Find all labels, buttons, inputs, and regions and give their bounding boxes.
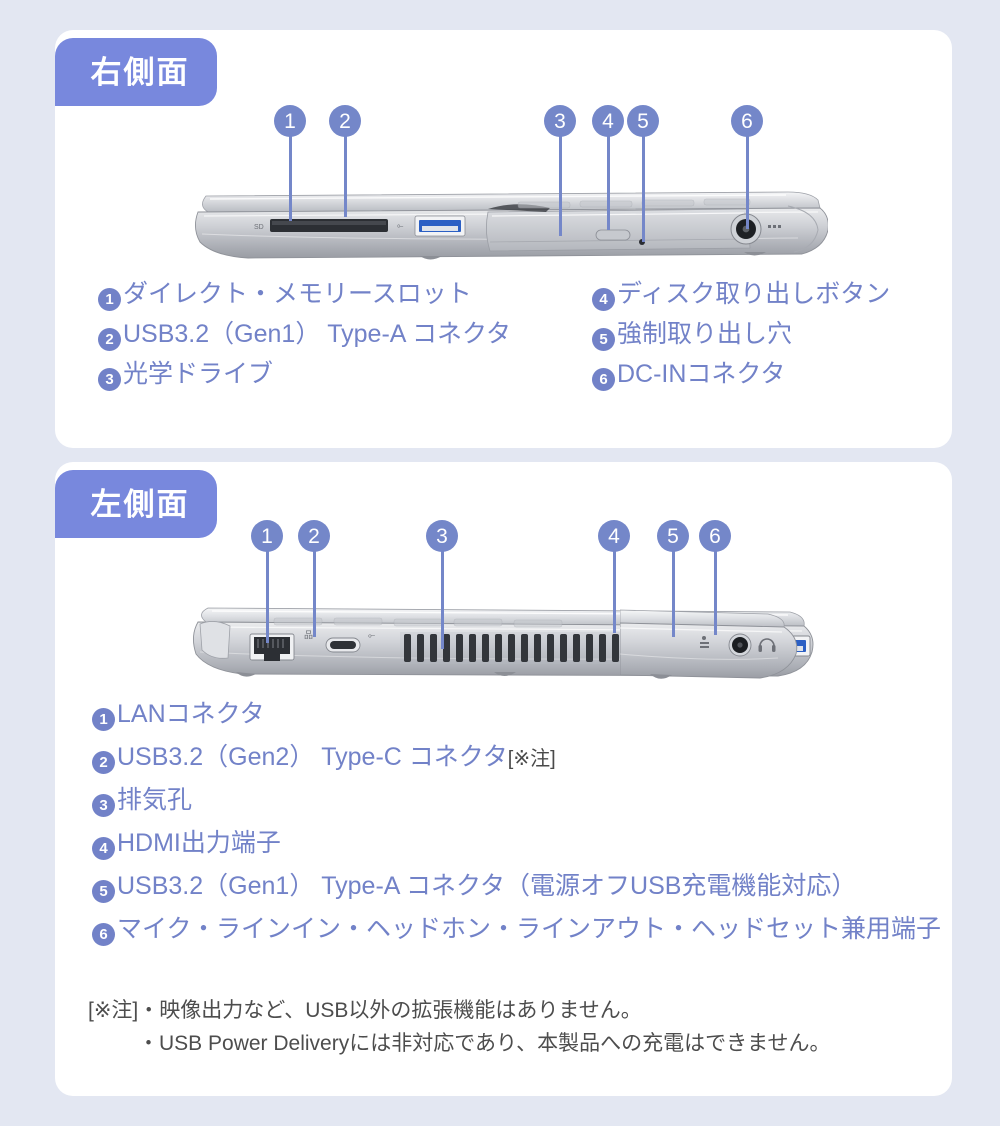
laptop-right-side-illustration: SD ⟜: [195, 191, 828, 260]
legend-item: 1 ダイレクト・メモリースロット: [98, 280, 511, 311]
callout-marker-1[interactable]: 1: [251, 520, 283, 552]
leader-line-6: [746, 136, 749, 229]
left-side-panel-card: [55, 462, 952, 1096]
legend-item: 5 強制取り出し穴: [592, 320, 890, 351]
disc-eject-button-icon: [595, 229, 631, 241]
legend-label-1: ダイレクト・メモリースロット: [123, 280, 472, 308]
legend-label-3: 排気孔: [117, 786, 193, 814]
legend-item: 6 マイク・ラインイン・ヘッドホン・ラインアウト・ヘッドセット兼用端子: [92, 915, 942, 946]
callout-marker-4[interactable]: 4: [592, 105, 624, 137]
legend-number-5: 5: [592, 328, 615, 351]
legend-number-3: 3: [92, 794, 115, 817]
laptop-lid: [202, 191, 821, 213]
section-badge-left-side: 左側面: [55, 470, 217, 538]
svg-text:⟜: ⟜: [368, 630, 375, 640]
callout-marker-3[interactable]: 3: [426, 520, 458, 552]
legend-label-2: USB3.2（Gen1） Type-A コネクタ: [123, 320, 512, 348]
legend-number-6: 6: [592, 368, 615, 391]
callout-marker-3[interactable]: 3: [544, 105, 576, 137]
leader-line-2: [313, 551, 316, 637]
legend-right-side-column-2: 4 ディスク取り出しボタン 5 強制取り出し穴 6 DC-INコネクタ: [592, 282, 890, 402]
leader-line-1: [289, 136, 292, 221]
callout-marker-2[interactable]: 2: [298, 520, 330, 552]
callout-marker-2[interactable]: 2: [329, 105, 361, 137]
legend-label-5: USB3.2（Gen1） Type-A コネクタ（電源オフUSB充電機能対応）: [117, 872, 857, 900]
legend-item: 5 USB3.2（Gen1） Type-A コネクタ（電源オフUSB充電機能対応…: [92, 872, 941, 903]
legend-label-1: LANコネクタ: [117, 700, 265, 728]
legend-item: 3 光学ドライブ: [98, 360, 511, 391]
legend-left-side: 1 LANコネクタ 2 USB3.2（Gen2） Type-C コネクタ [※注…: [92, 702, 941, 960]
usb-type-c-icon: ⟜: [325, 630, 375, 653]
leader-line-3: [559, 136, 562, 236]
section-badge-label: 左側面: [90, 486, 190, 522]
leader-line-6: [714, 551, 717, 635]
svg-text:SD: SD: [254, 224, 264, 231]
legend-number-5: 5: [92, 880, 115, 903]
legend-number-6: 6: [92, 923, 115, 946]
footnote-line-1: [※注]・映像出力など、USB以外の拡張機能はありません。: [88, 999, 642, 1022]
legend-item: 2 USB3.2（Gen2） Type-C コネクタ [※注]: [92, 743, 941, 774]
legend-number-4: 4: [92, 837, 115, 860]
legend-item: 3 排気孔: [92, 786, 941, 817]
legend-number-1: 1: [98, 288, 121, 311]
legend-number-1: 1: [92, 708, 115, 731]
footnote-block: [※注]・映像出力など、USB以外の拡張機能はありません。 ・USB Power…: [88, 995, 831, 1060]
callout-marker-1[interactable]: 1: [274, 105, 306, 137]
legend-item: 4 ディスク取り出しボタン: [592, 280, 891, 311]
footnote-line-2: ・USB Power Deliveryには非対応であり、本製品への充電はできませ…: [138, 1031, 831, 1055]
legend-item: 4 HDMI出力端子: [92, 829, 941, 860]
sd-card-slot-icon: [270, 219, 388, 232]
svg-text:品: 品: [304, 630, 313, 640]
legend-label-3: 光学ドライブ: [123, 360, 274, 388]
section-badge-label: 右側面: [90, 54, 190, 90]
leader-line-4: [613, 551, 616, 633]
svg-text:⟜: ⟜: [397, 221, 404, 230]
legend-label-4: ディスク取り出しボタン: [617, 280, 891, 308]
legend-item: 1 LANコネクタ: [92, 700, 941, 731]
legend-label-6: DC-INコネクタ: [617, 360, 786, 388]
legend-item: 2 USB3.2（Gen1） Type-A コネクタ: [98, 320, 512, 351]
legend-right-side-column-1: 1 ダイレクト・メモリースロット 2 USB3.2（Gen1） Type-A コ…: [98, 282, 511, 402]
section-badge-right-side: 右側面: [55, 38, 217, 106]
headphone-jack-icon: [728, 633, 752, 657]
callout-marker-6[interactable]: 6: [699, 520, 731, 552]
legend-number-3: 3: [98, 368, 121, 391]
laptop-left-side-rear-detail: [620, 609, 798, 679]
usb-charge-icon: [700, 636, 709, 648]
legend-note-ref-2: [※注]: [507, 748, 556, 770]
leader-line-5: [672, 551, 675, 637]
legend-label-2: USB3.2（Gen2） Type-C コネクタ: [117, 743, 508, 771]
lan-rj45-icon: 品: [249, 630, 313, 661]
legend-number-2: 2: [92, 751, 115, 774]
leader-line-1: [266, 551, 269, 643]
callout-marker-6[interactable]: 6: [731, 105, 763, 137]
leader-line-2: [344, 136, 347, 217]
legend-item: 6 DC-INコネクタ: [592, 360, 890, 391]
callout-marker-4[interactable]: 4: [598, 520, 630, 552]
exhaust-vent-icon: [400, 632, 650, 664]
legend-number-4: 4: [592, 288, 615, 311]
headphone-glyph-icon: [758, 638, 776, 652]
legend-label-5: 強制取り出し穴: [617, 320, 793, 348]
leader-line-5: [642, 136, 645, 242]
legend-number-2: 2: [98, 328, 121, 351]
callout-marker-5[interactable]: 5: [657, 520, 689, 552]
leader-line-3: [441, 551, 444, 649]
callout-marker-5[interactable]: 5: [627, 105, 659, 137]
legend-label-6: マイク・ラインイン・ヘッドホン・ラインアウト・ヘッドセット兼用端子: [117, 915, 942, 943]
leader-line-4: [607, 136, 610, 230]
legend-label-4: HDMI出力端子: [117, 829, 281, 857]
